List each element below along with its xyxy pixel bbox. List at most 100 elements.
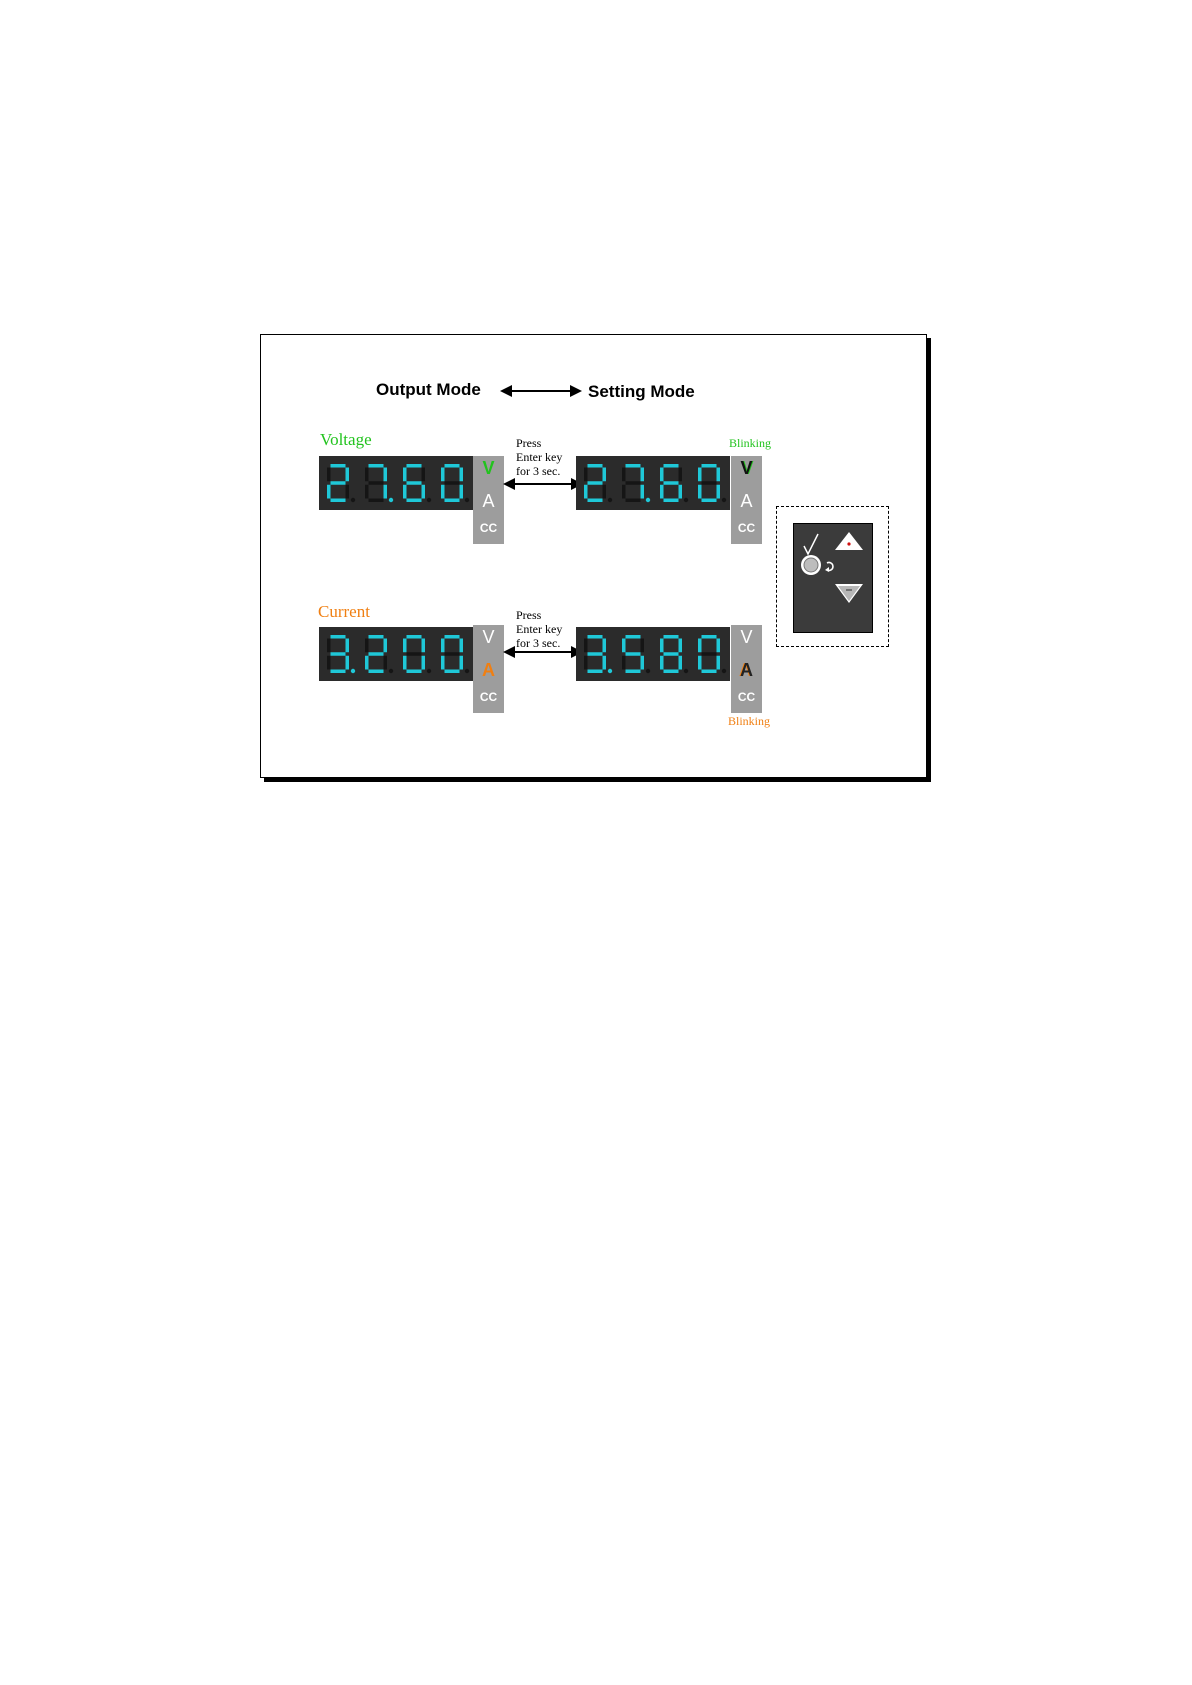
current-double-arrow xyxy=(503,644,583,660)
segment-f xyxy=(327,639,331,653)
setting-mode-title: Setting Mode xyxy=(588,382,695,402)
segment-a xyxy=(702,635,717,639)
segment-a xyxy=(664,635,679,639)
unit-v-indicator: V xyxy=(473,627,504,648)
segment-b xyxy=(679,639,683,653)
keypad-callout xyxy=(776,506,889,647)
segment-g xyxy=(702,481,717,485)
decimal-point xyxy=(427,669,431,673)
decimal-point xyxy=(351,498,355,502)
segment-b xyxy=(346,468,350,482)
segment-d xyxy=(407,499,422,503)
segment-c xyxy=(422,485,426,499)
segment-e xyxy=(698,656,702,670)
segment-b xyxy=(641,639,645,653)
segment-c xyxy=(717,485,721,499)
segment-d xyxy=(331,499,346,503)
segment-a xyxy=(626,635,641,639)
unit-cc-indicator: CC xyxy=(473,521,504,535)
voltage-label: Voltage xyxy=(320,430,372,450)
segment-b xyxy=(460,468,464,482)
segment-g xyxy=(626,652,641,656)
segment-g xyxy=(369,652,384,656)
current-output-display xyxy=(319,627,473,681)
segment-f xyxy=(441,468,445,482)
decimal-point xyxy=(722,669,726,673)
rotate-circle-icon[interactable] xyxy=(801,555,833,575)
segment-e xyxy=(441,485,445,499)
unit-a-indicator: A xyxy=(473,491,504,512)
unit-v-indicator: V xyxy=(731,627,762,648)
segment-d xyxy=(445,499,460,503)
segment-d xyxy=(445,670,460,674)
decimal-point xyxy=(465,498,469,502)
decimal-point xyxy=(389,669,393,673)
segment-c xyxy=(641,656,645,670)
segment-c xyxy=(717,656,721,670)
unit-v-indicator: V xyxy=(473,458,504,479)
segment-g xyxy=(588,481,603,485)
voltage-setting-unit-panel: V A CC xyxy=(731,456,762,544)
decimal-point xyxy=(389,498,393,502)
segment-e xyxy=(660,485,664,499)
decimal-point xyxy=(465,669,469,673)
voltage-output-segments xyxy=(319,456,473,510)
segment-g xyxy=(445,481,460,485)
segment-a xyxy=(445,635,460,639)
segment-e xyxy=(365,485,369,499)
segment-a xyxy=(369,635,384,639)
segment-g xyxy=(407,481,422,485)
decimal-point xyxy=(684,669,688,673)
segment-b xyxy=(384,639,388,653)
segment-b xyxy=(717,639,721,653)
segment-d xyxy=(369,670,384,674)
mode-double-arrow xyxy=(500,382,582,400)
decimal-point xyxy=(684,498,688,502)
segment-a xyxy=(588,635,603,639)
decimal-point xyxy=(722,498,726,502)
segment-d xyxy=(331,670,346,674)
output-mode-title: Output Mode xyxy=(376,380,481,400)
segment-g xyxy=(445,652,460,656)
segment-c xyxy=(603,485,607,499)
segment-b xyxy=(346,639,350,653)
segment-e xyxy=(660,656,664,670)
segment-c xyxy=(460,485,464,499)
segment-c xyxy=(679,656,683,670)
press-line: Press xyxy=(516,436,562,450)
current-blinking-label: Blinking xyxy=(728,714,770,729)
voltage-press-note: Press Enter key for 3 sec. xyxy=(516,436,562,478)
voltage-setting-segments xyxy=(576,456,730,510)
voltage-setting-display xyxy=(576,456,730,510)
segment-b xyxy=(603,468,607,482)
segment-f xyxy=(698,639,702,653)
segment-b xyxy=(717,468,721,482)
segment-d xyxy=(369,499,384,503)
up-triangle-button[interactable] xyxy=(835,532,863,550)
segment-b xyxy=(603,639,607,653)
current-setting-segments xyxy=(576,627,730,681)
segment-b xyxy=(460,639,464,653)
segment-g xyxy=(702,652,717,656)
segment-g xyxy=(588,652,603,656)
segment-b xyxy=(679,468,683,482)
segment-a xyxy=(407,464,422,468)
segment-c xyxy=(679,485,683,499)
check-icon xyxy=(804,534,818,554)
segment-e xyxy=(441,656,445,670)
press-line: Enter key xyxy=(516,450,562,464)
down-triangle-button[interactable] xyxy=(835,584,863,603)
segment-d xyxy=(626,670,641,674)
segment-e xyxy=(622,485,626,499)
press-line: Enter key xyxy=(516,622,562,636)
segment-a xyxy=(331,464,346,468)
segment-g xyxy=(664,481,679,485)
unit-v-indicator-blinking: V xyxy=(731,458,762,479)
segment-f xyxy=(622,639,626,653)
segment-e xyxy=(403,485,407,499)
segment-d xyxy=(702,499,717,503)
segment-f xyxy=(660,468,664,482)
segment-e xyxy=(327,485,331,499)
segment-d xyxy=(407,670,422,674)
segment-b xyxy=(422,468,426,482)
